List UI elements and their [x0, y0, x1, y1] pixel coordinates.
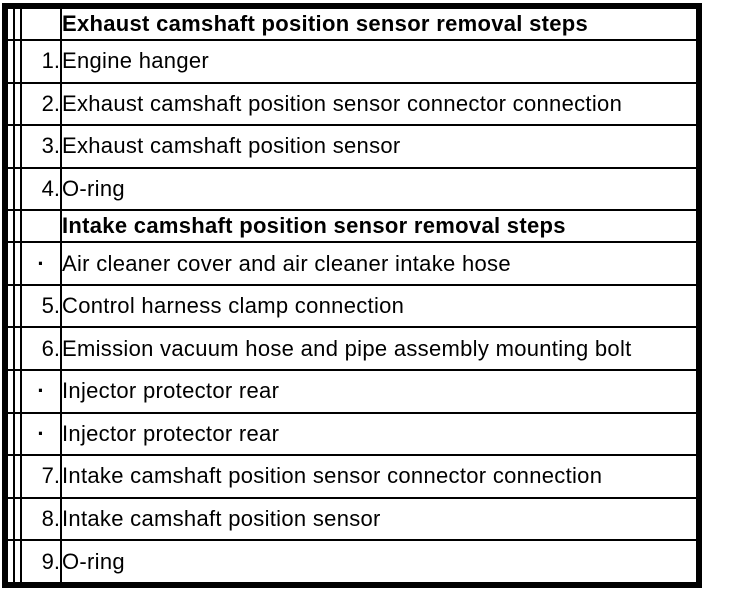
spacer-cell-mid — [13, 496, 22, 542]
step-number-cell: 5. — [20, 283, 62, 329]
spacer-cell-mid — [13, 539, 22, 584]
step-text-cell: Intake camshaft position sensor connecto… — [60, 454, 698, 499]
removal-steps-table: Exhaust camshaft position sensor removal… — [2, 3, 702, 588]
spacer-cell-mid — [13, 241, 22, 286]
section-header-cell: Intake camshaft position sensor removal … — [60, 209, 698, 244]
step-text-cell: Injector protector rear — [60, 411, 698, 457]
spacer-cell-mid — [13, 124, 22, 169]
spacer-cell-mid — [13, 166, 22, 212]
step-text-cell: Intake camshaft position sensor — [60, 496, 698, 542]
spacer-cell-left — [6, 326, 15, 372]
spacer-cell-left — [6, 81, 15, 127]
step-text-cell: Exhaust camshaft position sensor — [60, 124, 698, 169]
section-header-row: Intake camshaft position sensor removal … — [6, 209, 698, 244]
spacer-cell-left — [6, 39, 15, 84]
step-number-cell: 2. — [20, 81, 62, 127]
step-row: 8.Intake camshaft position sensor — [6, 496, 698, 542]
step-number-cell: 9. — [20, 539, 62, 584]
spacer-cell-mid — [13, 326, 22, 372]
step-text-cell: Injector protector rear — [60, 369, 698, 414]
step-number-cell: 4. — [20, 166, 62, 212]
spacer-cell-left — [6, 454, 15, 499]
step-number-cell — [20, 209, 62, 244]
spacer-cell-left — [6, 124, 15, 169]
step-row: 7.Intake camshaft position sensor connec… — [6, 454, 698, 499]
spacer-cell-left — [6, 241, 15, 286]
steps-table: Exhaust camshaft position sensor removal… — [6, 7, 698, 584]
spacer-cell-left — [6, 209, 15, 244]
step-number-cell: · — [20, 411, 62, 457]
step-row: 4.O-ring — [6, 166, 698, 212]
step-row: 9.O-ring — [6, 539, 698, 584]
spacer-cell-left — [6, 411, 15, 457]
section-header-row: Exhaust camshaft position sensor removal… — [6, 7, 698, 41]
spacer-cell-left — [6, 7, 15, 41]
step-number-cell: 8. — [20, 496, 62, 542]
step-number-cell: 6. — [20, 326, 62, 372]
step-text-cell: Air cleaner cover and air cleaner intake… — [60, 241, 698, 286]
step-row: 2.Exhaust camshaft position sensor conne… — [6, 81, 698, 127]
step-row: 6.Emission vacuum hose and pipe assembly… — [6, 326, 698, 372]
section-header-cell: Exhaust camshaft position sensor removal… — [60, 7, 698, 41]
step-number-cell: 7. — [20, 454, 62, 499]
step-text-cell: Emission vacuum hose and pipe assembly m… — [60, 326, 698, 372]
spacer-cell-mid — [13, 81, 22, 127]
step-text-cell: O-ring — [60, 166, 698, 212]
spacer-cell-mid — [13, 369, 22, 414]
step-text-cell: O-ring — [60, 539, 698, 584]
spacer-cell-left — [6, 369, 15, 414]
step-number-cell: · — [20, 241, 62, 286]
spacer-cell-mid — [13, 454, 22, 499]
step-row: ·Injector protector rear — [6, 411, 698, 457]
step-number-cell: 3. — [20, 124, 62, 169]
spacer-cell-mid — [13, 283, 22, 329]
step-row: ·Injector protector rear — [6, 369, 698, 414]
spacer-cell-mid — [13, 209, 22, 244]
spacer-cell-mid — [13, 411, 22, 457]
step-number-cell: 1. — [20, 39, 62, 84]
step-number-cell — [20, 7, 62, 41]
spacer-cell-left — [6, 283, 15, 329]
step-text-cell: Exhaust camshaft position sensor connect… — [60, 81, 698, 127]
step-row: 5.Control harness clamp connection — [6, 283, 698, 329]
spacer-cell-left — [6, 166, 15, 212]
step-row: 1.Engine hanger — [6, 39, 698, 84]
step-row: ·Air cleaner cover and air cleaner intak… — [6, 241, 698, 286]
spacer-cell-mid — [13, 39, 22, 84]
spacer-cell-left — [6, 496, 15, 542]
spacer-cell-left — [6, 539, 15, 584]
spacer-cell-mid — [13, 7, 22, 41]
steps-table-body: Exhaust camshaft position sensor removal… — [6, 7, 698, 584]
step-row: 3.Exhaust camshaft position sensor — [6, 124, 698, 169]
step-text-cell: Engine hanger — [60, 39, 698, 84]
step-number-cell: · — [20, 369, 62, 414]
step-text-cell: Control harness clamp connection — [60, 283, 698, 329]
